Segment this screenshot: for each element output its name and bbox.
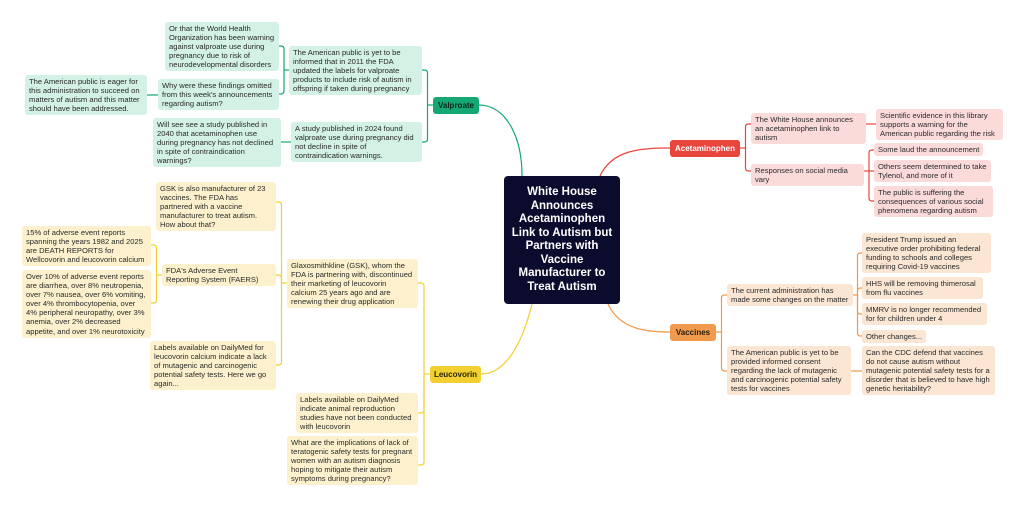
connector-leucovorin-n1 [276,283,283,366]
vaccines-node-informed-consent[interactable]: The American public is yet to be provide… [727,346,851,396]
connector-vaccines-n1 [856,295,862,337]
connector-vaccines [720,294,727,332]
valproate-node-study-2024[interactable]: A study published in 2024 found valproat… [291,122,422,163]
connector-leucovorin-n1b [151,244,158,275]
connector-acetaminophen [744,148,751,172]
connector-leucovorin [418,374,425,466]
branch-valproate[interactable]: Valproate [433,97,479,114]
valproate-node-who[interactable]: Or that the World Health Organization ha… [165,22,279,72]
connector-vaccines-n1 [856,252,862,295]
connector-valproate [422,105,429,143]
leucovorin-node-gsk-vaccines[interactable]: GSK is also manufacturer of 23 vaccines.… [156,182,276,232]
valproate-node-eager[interactable]: The American public is eager for this ad… [25,75,147,116]
connector-vaccines [720,332,727,372]
vaccines-node-thimerosal[interactable]: HHS will be removing thimerosal from flu… [862,277,983,300]
acetaminophen-node-evidence[interactable]: Scientific evidence in this library supp… [876,109,1003,141]
connector-acetaminophen-n2 [868,171,874,202]
leucovorin-node-dailymed-mutagenic[interactable]: Labels available on DailyMed for leucovo… [150,341,276,391]
acetaminophen-node-announcement[interactable]: The White House announces an acetaminoph… [751,113,866,145]
connector-center-vaccines [607,303,671,333]
connector-center-valproate [478,104,523,177]
connector-vaccines-n1 [856,287,862,295]
leucovorin-node-faers[interactable]: FDA's Adverse Event Reporting System (FA… [162,264,276,287]
connector-valproate [422,69,429,105]
leucovorin-node-death-reports[interactable]: 15% of adverse event reports spanning th… [22,226,151,267]
branch-acetaminophen[interactable]: Acetaminophen [670,140,740,157]
acetaminophen-node-suffering[interactable]: The public is suffering the consequences… [874,186,993,218]
leucovorin-node-adverse-events[interactable]: Over 10% of adverse event reports are di… [22,270,151,338]
vaccines-node-mmrv[interactable]: MMRV is no longer recommended for for ch… [862,303,987,326]
connector-leucovorin-n1 [276,201,283,283]
connector-valproate-n1 [279,70,285,95]
connector-leucovorin [418,282,425,374]
vaccines-node-other[interactable]: Other changes... [862,330,927,344]
vaccines-node-cdc[interactable]: Can the CDC defend that vaccines do not … [862,346,995,396]
acetaminophen-node-tylenol[interactable]: Others seem determined to take Tylenol, … [874,160,991,183]
connector-leucovorin-n1 [276,274,283,283]
connector-leucovorin [418,374,425,414]
connector-leucovorin-n1b [151,275,158,304]
central-topic[interactable]: White House Announces Acetaminophen Link… [504,176,620,304]
branch-leucovorin[interactable]: Leucovorin [430,366,481,383]
vaccines-node-changes[interactable]: The current administration has made some… [727,284,853,307]
connector-acetaminophen [744,123,751,148]
valproate-node-omitted[interactable]: Why were these findings omitted from thi… [158,79,279,111]
leucovorin-node-teratogenic[interactable]: What are the implications of lack of ter… [287,436,418,486]
leucovorin-node-gsk[interactable]: Glaxosmithkline (GSK), whom the FDA is p… [287,259,418,309]
connector-center-leucovorin [480,303,533,375]
branch-vaccines[interactable]: Vaccines [670,324,716,341]
valproate-node-fda-2011[interactable]: The American public is yet to be informe… [289,46,422,96]
acetaminophen-node-social-media[interactable]: Responses on social media vary [751,164,864,187]
acetaminophen-node-laud[interactable]: Some laud the announcement [874,143,984,157]
connector-valproate-n1 [279,45,285,70]
vaccines-node-executive-order[interactable]: President Trump issued an executive orde… [862,233,991,274]
leucovorin-node-dailymed-reproduction[interactable]: Labels available on DailyMed indicate an… [296,393,418,434]
connector-center-acetaminophen [599,147,671,177]
valproate-node-study-2040[interactable]: Will see see a study published in 2040 t… [153,118,281,168]
connector-acetaminophen-n2 [868,149,874,171]
